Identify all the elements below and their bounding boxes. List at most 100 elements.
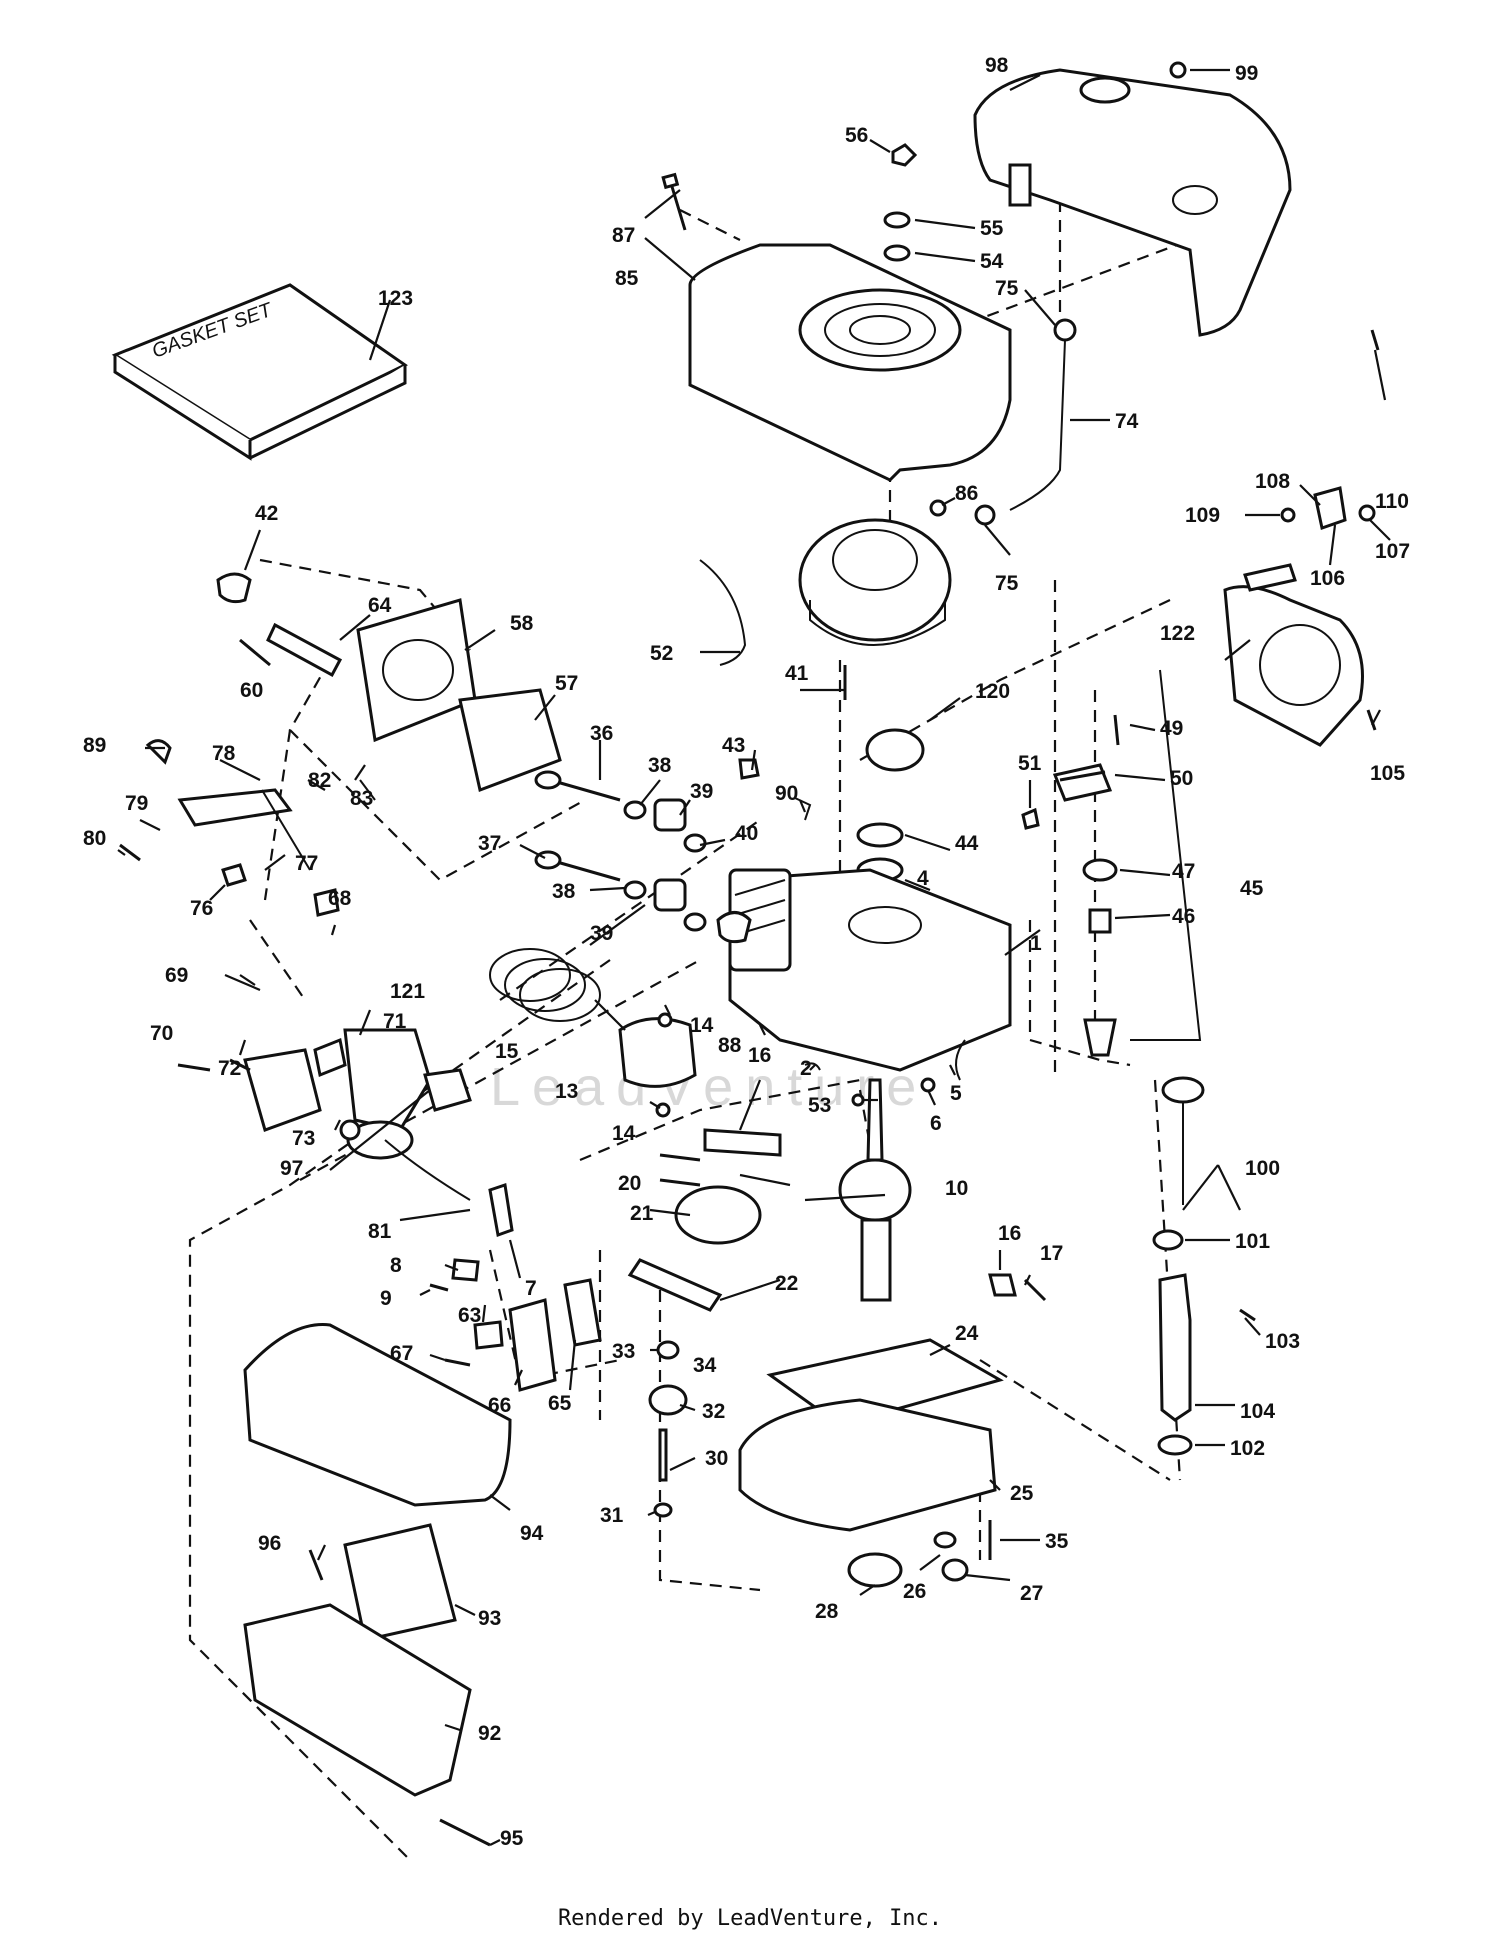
washer-31 <box>653 1502 673 1518</box>
callout-51: 51 <box>1018 752 1042 775</box>
callout-87: 87 <box>612 224 635 247</box>
callout-33: 33 <box>612 1340 635 1363</box>
spool-33 <box>656 1340 680 1360</box>
nut-73 <box>339 1119 361 1141</box>
callout-21: 21 <box>630 1202 654 1225</box>
screw-99 <box>1169 61 1187 79</box>
head-gasket-57 <box>458 688 562 793</box>
callout-72: 72 <box>218 1057 241 1080</box>
callout-8: 8 <box>390 1254 402 1277</box>
callout-34: 34 <box>693 1354 717 1377</box>
muffler-gasket-65 <box>563 1278 602 1347</box>
plug-boot-42 <box>216 572 252 604</box>
callout-82: 82 <box>308 769 331 792</box>
callout-16b: 16 <box>998 1222 1021 1245</box>
breather-46 <box>1088 908 1112 934</box>
screw-70 <box>177 1063 211 1072</box>
plug-27 <box>941 1558 969 1582</box>
air-cleaner-cover-94 <box>243 1323 512 1507</box>
washer-54 <box>883 244 911 262</box>
dipstick-cap-100 <box>1161 1076 1205 1104</box>
callout-28: 28 <box>815 1600 839 1623</box>
retainer-38b <box>623 880 647 900</box>
leader-lines <box>117 68 1391 1846</box>
callout-17: 17 <box>1040 1242 1063 1265</box>
clamp-75-upper <box>1053 318 1077 342</box>
callouts: 1 2 4 5 6 7 8 9 10 13 14 14 15 16 16 17 … <box>83 54 1410 1850</box>
callout-88: 88 <box>718 1034 742 1057</box>
callout-92: 92 <box>478 1722 501 1745</box>
callout-39b: 39 <box>590 922 613 945</box>
callout-89: 89 <box>83 734 106 757</box>
callout-69: 69 <box>165 964 188 987</box>
piston-13 <box>618 1017 697 1088</box>
callout-55: 55 <box>980 217 1004 240</box>
air-filter-93 <box>343 1523 457 1642</box>
callout-32: 32 <box>702 1400 725 1423</box>
callout-7: 7 <box>525 1277 537 1300</box>
callout-63: 63 <box>458 1304 481 1327</box>
crankcase-cover-25 <box>738 1398 997 1532</box>
callout-36: 36 <box>590 722 613 745</box>
callout-65: 65 <box>548 1392 572 1415</box>
washer-26 <box>933 1531 957 1549</box>
callout-83: 83 <box>350 787 373 810</box>
callout-52: 52 <box>650 642 673 665</box>
callout-71: 71 <box>383 1010 407 1033</box>
clip-51 <box>1021 807 1040 830</box>
callout-31: 31 <box>600 1504 624 1527</box>
breather-plate-47 <box>1052 763 1113 802</box>
callout-53: 53 <box>808 1094 831 1117</box>
screw-110 <box>1370 329 1380 351</box>
valve-36 <box>549 778 621 802</box>
screw-9 <box>429 1283 449 1292</box>
bolt-87 <box>668 179 687 231</box>
clamp-75-lower <box>974 504 996 526</box>
callout-70: 70 <box>150 1022 173 1045</box>
bracket-7 <box>488 1183 514 1238</box>
governor-rod-22 <box>627 1258 723 1312</box>
callout-120: 120 <box>975 680 1010 703</box>
starter-handle <box>1243 563 1297 592</box>
gasket-set-box: GASKET SET <box>111 283 408 461</box>
callout-123: 123 <box>378 287 413 310</box>
o-ring-101 <box>1152 1229 1184 1251</box>
cylinder-block <box>728 868 1012 1072</box>
callout-45: 45 <box>1240 877 1264 900</box>
callout-110: 110 <box>1375 490 1409 513</box>
valve-spring-39a <box>653 798 687 832</box>
callout-109: 109 <box>1185 504 1220 527</box>
callout-81: 81 <box>368 1220 392 1243</box>
oil-seal-28 <box>847 1552 903 1588</box>
screw-49 <box>1113 714 1120 746</box>
carburetor-121 <box>343 1028 432 1132</box>
fill-tube-104 <box>1158 1273 1192 1422</box>
callout-24: 24 <box>955 1322 979 1345</box>
callout-30: 30 <box>705 1447 728 1470</box>
muffler-66 <box>508 1298 557 1392</box>
governor-32 <box>648 1384 688 1416</box>
screw-80 <box>119 843 141 862</box>
callout-64: 64 <box>368 594 392 617</box>
gasket-68 <box>313 888 340 917</box>
callout-9: 9 <box>380 1287 392 1310</box>
nut-107 <box>1358 504 1376 522</box>
gasket-88 <box>716 911 752 944</box>
callout-75a: 75 <box>995 277 1019 300</box>
callout-38b: 38 <box>552 880 576 903</box>
bolt-17 <box>1023 1278 1047 1302</box>
callout-75b: 75 <box>995 572 1019 595</box>
callout-38a: 38 <box>648 754 672 777</box>
spark-plug-64 <box>266 622 343 678</box>
callout-76: 76 <box>190 897 213 920</box>
parts: GASKET SET <box>111 61 1380 1847</box>
callout-98: 98 <box>985 54 1009 77</box>
callout-25: 25 <box>1010 1482 1034 1505</box>
callout-50: 50 <box>1170 767 1193 790</box>
callout-1: 1 <box>1030 932 1042 955</box>
callout-73: 73 <box>292 1127 315 1150</box>
callout-99: 99 <box>1235 62 1258 85</box>
lock-14a <box>657 1012 673 1028</box>
breather-disc-47 <box>1082 858 1118 882</box>
